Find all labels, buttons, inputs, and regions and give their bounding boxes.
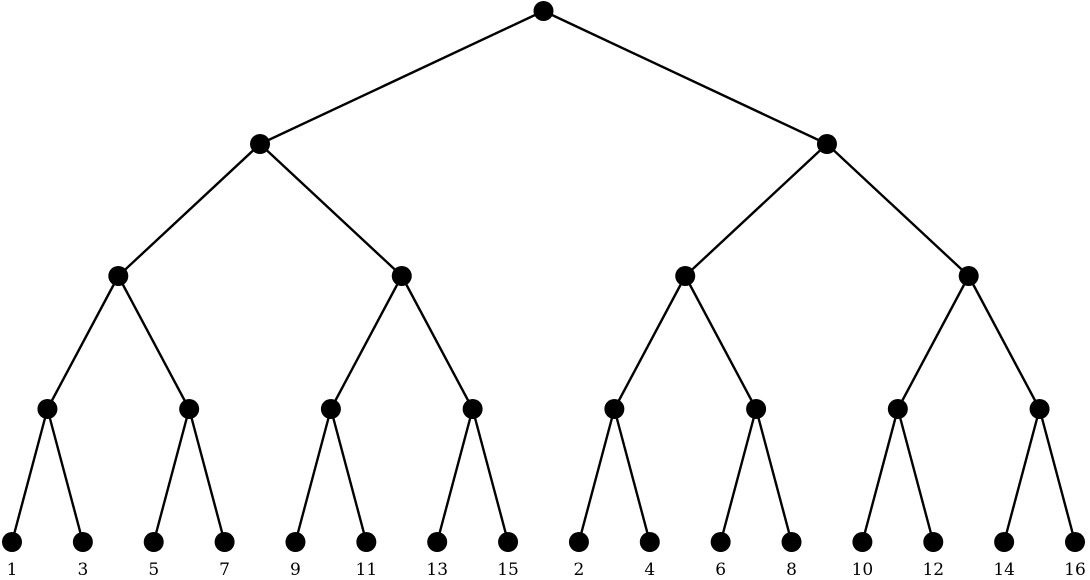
tree-edge <box>46 407 85 544</box>
tree-edge <box>825 142 970 278</box>
leaf-label: 15 <box>497 560 519 580</box>
leaf-node <box>2 532 22 552</box>
tree-edge <box>1038 407 1077 544</box>
tree-edge <box>684 142 829 278</box>
leaf-label: 5 <box>148 560 159 580</box>
leaf-node <box>427 532 448 552</box>
tree-edge <box>896 407 935 544</box>
leaf-label: 8 <box>786 560 797 580</box>
tree-edge <box>329 407 368 544</box>
internal-node <box>462 399 483 419</box>
tree-edge <box>967 274 1041 411</box>
internal-node <box>108 266 129 286</box>
internal-node <box>250 134 271 154</box>
internal-node <box>604 399 625 419</box>
tree-edge <box>436 407 474 544</box>
tree-edge <box>152 407 191 544</box>
tree-edge <box>1002 407 1041 544</box>
tree-nodes <box>2 1 1085 552</box>
leaf-node <box>356 532 377 552</box>
leaf-node <box>923 532 944 552</box>
tree-edge <box>258 142 403 278</box>
leaf-node <box>143 532 164 552</box>
leaf-label: 16 <box>1064 560 1086 580</box>
leaf-label: 11 <box>356 560 378 580</box>
tree-edge <box>861 407 900 544</box>
leaf-label: 14 <box>993 560 1015 580</box>
tree-edge <box>46 274 120 411</box>
tree-edge <box>117 142 262 278</box>
leaf-node <box>498 532 519 552</box>
tree-edge <box>754 407 793 544</box>
leaf-node <box>214 532 235 552</box>
tree-edge <box>719 407 758 544</box>
internal-node <box>179 399 200 419</box>
leaf-node <box>639 532 660 552</box>
internal-node <box>887 399 908 419</box>
leaf-node <box>285 532 306 552</box>
tree-edges <box>10 9 1077 544</box>
leaf-label: 4 <box>644 560 655 580</box>
tree-edge <box>117 274 191 411</box>
leaf-label: 13 <box>426 560 448 580</box>
leaf-node <box>1065 532 1085 552</box>
leaf-label: 3 <box>77 560 88 580</box>
leaf-node <box>710 532 731 552</box>
tree-edge <box>400 274 474 411</box>
internal-node <box>320 399 341 419</box>
tree-edge <box>577 407 616 544</box>
internal-node <box>675 266 696 286</box>
leaf-node <box>852 532 873 552</box>
internal-node <box>533 1 554 21</box>
tree-edge <box>187 407 226 544</box>
tree-edge <box>613 274 687 411</box>
tree-edge <box>542 9 829 146</box>
tree-edge <box>258 9 545 146</box>
tree-edge <box>684 274 758 411</box>
leaf-label: 12 <box>922 560 944 580</box>
tree-edge <box>329 274 403 411</box>
leaf-label: 6 <box>715 560 726 580</box>
tree-edge <box>471 407 510 544</box>
leaf-label: 2 <box>574 560 585 580</box>
internal-node <box>816 134 837 154</box>
leaf-label: 9 <box>290 560 301 580</box>
leaf-node <box>781 532 802 552</box>
internal-node <box>746 399 767 419</box>
leaf-label: 10 <box>852 560 874 580</box>
leaf-node <box>994 532 1015 552</box>
leaf-label: 7 <box>219 560 230 580</box>
tree-edge <box>896 274 970 411</box>
leaf-node <box>72 532 93 552</box>
internal-node <box>391 266 412 286</box>
internal-node <box>958 266 979 286</box>
internal-node <box>1029 399 1050 419</box>
tree-edge <box>10 407 49 544</box>
tree-edge <box>613 407 651 544</box>
internal-node <box>37 399 58 419</box>
tree-edge <box>294 407 333 544</box>
leaf-node <box>568 532 589 552</box>
leaf-label: 1 <box>7 560 18 580</box>
